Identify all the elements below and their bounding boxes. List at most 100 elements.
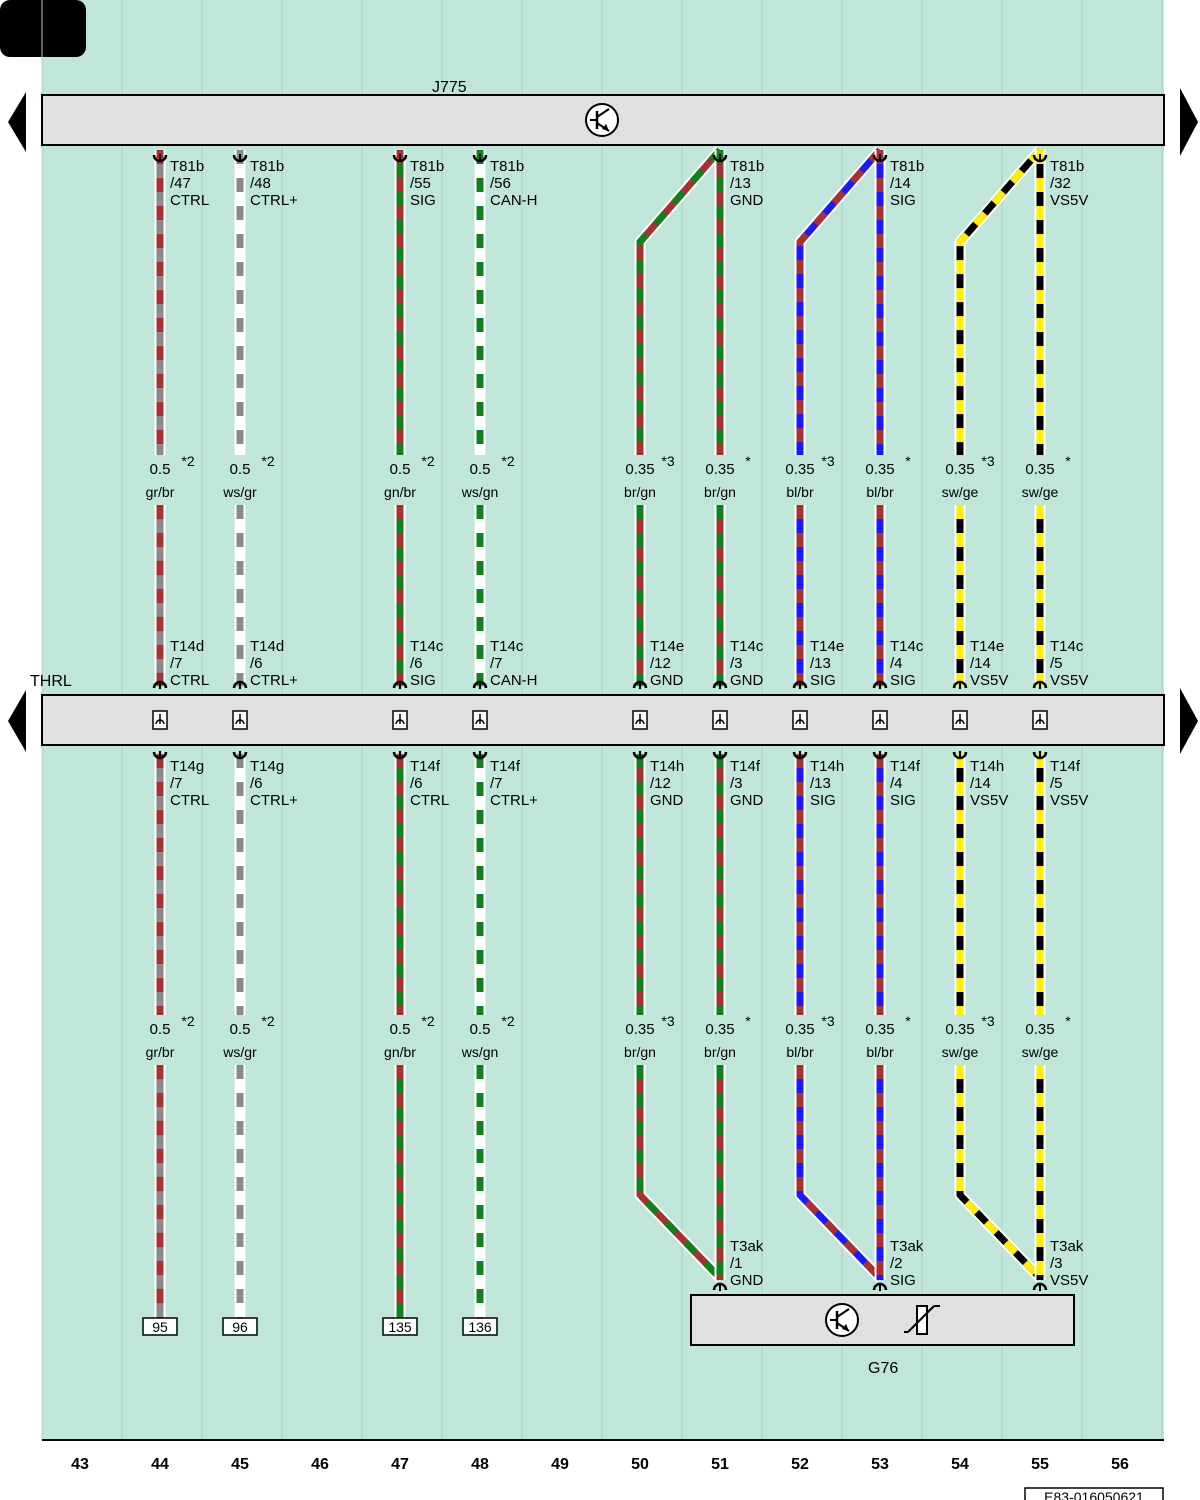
connector-icon xyxy=(952,710,968,730)
wire-size-label: 0.35 xyxy=(625,461,654,478)
pin-socket-icon xyxy=(152,680,168,689)
pin-socket-icon xyxy=(472,154,488,163)
wire-note: *2 xyxy=(181,453,194,469)
pin-label: T14f xyxy=(490,758,521,775)
wire-note: *2 xyxy=(261,453,274,469)
pin-socket-icon xyxy=(872,680,888,689)
wire-size-label: 0.35 xyxy=(785,461,814,478)
pin-label: T14c xyxy=(410,638,444,655)
pin-label: /48 xyxy=(250,175,271,192)
connector-icon xyxy=(712,710,728,730)
pin-label: T14h xyxy=(970,758,1004,775)
pin-label: CTRL+ xyxy=(250,792,298,809)
pin-socket-icon xyxy=(872,1282,888,1291)
wire-size-label: 0.35 xyxy=(865,461,894,478)
wire-note: *3 xyxy=(821,453,834,469)
wire-size-label: 0.35 xyxy=(625,1021,654,1038)
pin-label: T14f xyxy=(1050,758,1081,775)
left-arrow-icon xyxy=(8,690,26,752)
wire-size-label: 0.35 xyxy=(945,1021,974,1038)
pin-label: CTRL+ xyxy=(490,792,538,809)
wire-note: *3 xyxy=(981,453,994,469)
page-tab-marker xyxy=(0,0,86,57)
pin-label: T81b xyxy=(890,158,924,175)
pin-label: T14e xyxy=(970,638,1004,655)
pin-label: /32 xyxy=(1050,175,1071,192)
pin-label: /13 xyxy=(810,655,831,672)
reference-box xyxy=(222,1317,258,1336)
pin-label: /5 xyxy=(1050,655,1063,672)
pin-label: /6 xyxy=(410,775,423,792)
transistor-icon xyxy=(585,103,619,137)
wire-color-label: br/gn xyxy=(624,484,656,500)
column-number: 44 xyxy=(151,1456,169,1473)
wire-note: *2 xyxy=(501,453,514,469)
pin-label: T14c xyxy=(1050,638,1084,655)
wire-color-label: ws/gn xyxy=(461,484,499,500)
wire-color-label: gn/br xyxy=(384,484,416,500)
column-number: 54 xyxy=(951,1456,969,1473)
document-id-box xyxy=(1024,1487,1164,1500)
pin-socket-icon xyxy=(952,680,968,689)
component-label-j775: J775 xyxy=(432,79,467,96)
pin-label: /6 xyxy=(250,775,263,792)
pin-socket-icon xyxy=(712,1282,728,1291)
pin-label: GND xyxy=(650,672,684,689)
column-number: 49 xyxy=(551,1456,569,1473)
pin-label: /13 xyxy=(730,175,751,192)
pin-socket-icon xyxy=(872,751,888,760)
pin-label: SIG xyxy=(890,792,916,809)
wire-note: *2 xyxy=(261,1013,274,1029)
wire-col-54-upper xyxy=(954,146,1045,455)
wire-size-label: 0.35 xyxy=(705,1021,734,1038)
pin-label: GND xyxy=(650,792,684,809)
pin-label: T14c xyxy=(890,638,924,655)
wire-note: * xyxy=(905,453,911,469)
wire-col-52-lower xyxy=(794,1065,884,1282)
pin-label: CTRL xyxy=(170,672,209,689)
pin-label: SIG xyxy=(890,1272,916,1289)
column-number: 55 xyxy=(1031,1456,1049,1473)
pin-label: /7 xyxy=(490,655,503,672)
pin-label: /4 xyxy=(890,775,903,792)
pin-socket-icon xyxy=(232,680,248,689)
pin-label: T14g xyxy=(170,758,204,775)
connector-icon xyxy=(1032,710,1048,730)
wire-col-54-lower xyxy=(954,1065,1044,1282)
pin-socket-icon xyxy=(392,680,408,689)
right-arrow-icon xyxy=(1180,688,1198,754)
pin-socket-icon xyxy=(712,154,728,163)
component-label-g76: G76 xyxy=(868,1360,898,1377)
pin-label: CTRL xyxy=(410,792,449,809)
document-id: E83-016050621 xyxy=(1044,1489,1144,1500)
pin-label: T81b xyxy=(250,158,284,175)
pin-label: CTRL xyxy=(170,192,209,209)
wire-size-label: 0.5 xyxy=(150,1021,171,1038)
pin-label: CTRL+ xyxy=(250,192,298,209)
wire-note: * xyxy=(1065,1013,1071,1029)
wire-note: *2 xyxy=(181,1013,194,1029)
pin-socket-icon xyxy=(952,751,968,760)
wire-color-label: sw/ge xyxy=(942,484,979,500)
pin-label: VS5V xyxy=(970,792,1008,809)
pin-socket-icon xyxy=(712,751,728,760)
pin-socket-icon xyxy=(712,680,728,689)
pin-label: /12 xyxy=(650,775,671,792)
pin-label: VS5V xyxy=(1050,1272,1088,1289)
pin-label: CAN-H xyxy=(490,672,538,689)
wire-size-label: 0.5 xyxy=(230,1021,251,1038)
wire-size-label: 0.35 xyxy=(785,1021,814,1038)
wire-note: *3 xyxy=(981,1013,994,1029)
component-label-thrl: THRL xyxy=(30,673,72,690)
wire-color-label: bl/br xyxy=(786,1044,814,1060)
pin-label: SIG xyxy=(410,192,436,209)
pin-label: T3ak xyxy=(1050,1238,1084,1255)
wire-col-50-upper xyxy=(634,146,725,455)
wire-size-label: 0.5 xyxy=(470,461,491,478)
pin-label: /4 xyxy=(890,655,903,672)
wire-color-label: sw/ge xyxy=(1022,484,1059,500)
wire-size-label: 0.5 xyxy=(390,1021,411,1038)
pin-socket-icon xyxy=(1032,751,1048,760)
wire-color-label: gn/br xyxy=(384,1044,416,1060)
